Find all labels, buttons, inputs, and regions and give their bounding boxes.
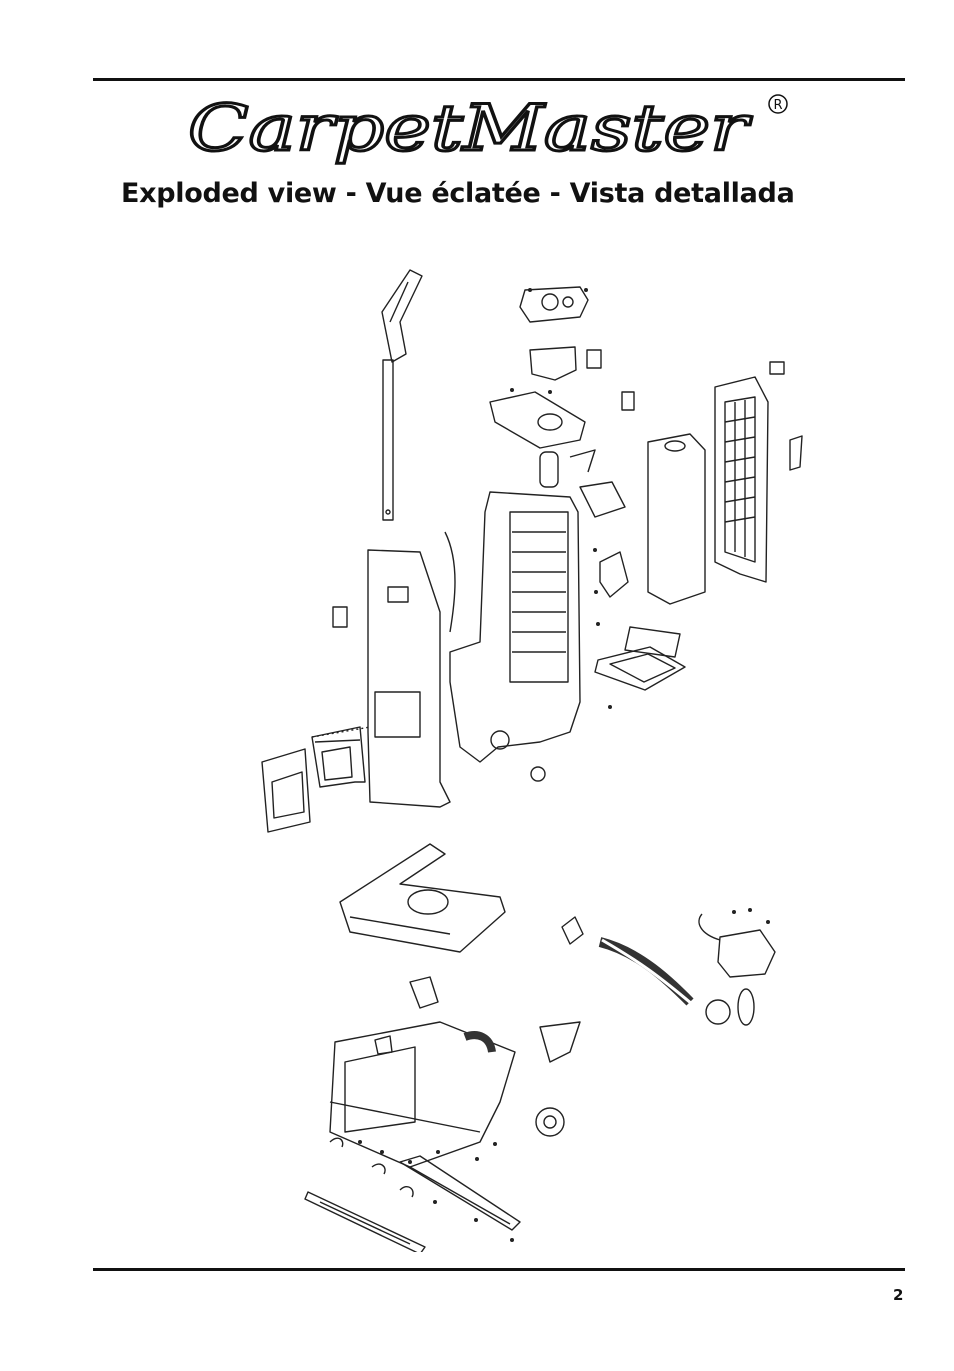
motor-brushroll-part bbox=[561, 913, 776, 1026]
top-components-part bbox=[489, 286, 785, 488]
dust-container-part bbox=[647, 376, 803, 605]
bottom-rule bbox=[93, 1268, 905, 1271]
vacuum-exploded-view-icon bbox=[261, 269, 803, 1255]
page-title: Exploded view - Vue éclatée - Vista deta… bbox=[121, 178, 795, 209]
filter-grid-part bbox=[579, 481, 686, 691]
top-rule bbox=[93, 78, 905, 81]
main-body-part bbox=[449, 491, 581, 782]
filter-part bbox=[261, 726, 371, 833]
handle-part bbox=[381, 269, 423, 521]
screw-parts bbox=[358, 288, 770, 1242]
base-chassis-part bbox=[329, 976, 581, 1168]
base-cover-part bbox=[339, 843, 506, 953]
registered-mark: R bbox=[773, 98, 782, 113]
carpetmaster-logo-icon: CarpetMaster R bbox=[187, 91, 788, 168]
rear-housing-part bbox=[367, 531, 456, 808]
brand-wordmark: CarpetMaster bbox=[188, 92, 752, 166]
clip-part bbox=[332, 606, 348, 628]
page-number: 2 bbox=[893, 1286, 904, 1304]
bottom-plate-part bbox=[304, 1137, 521, 1255]
brand-logo: CarpetMaster R bbox=[180, 88, 800, 168]
exploded-view-diagram bbox=[250, 262, 810, 1255]
